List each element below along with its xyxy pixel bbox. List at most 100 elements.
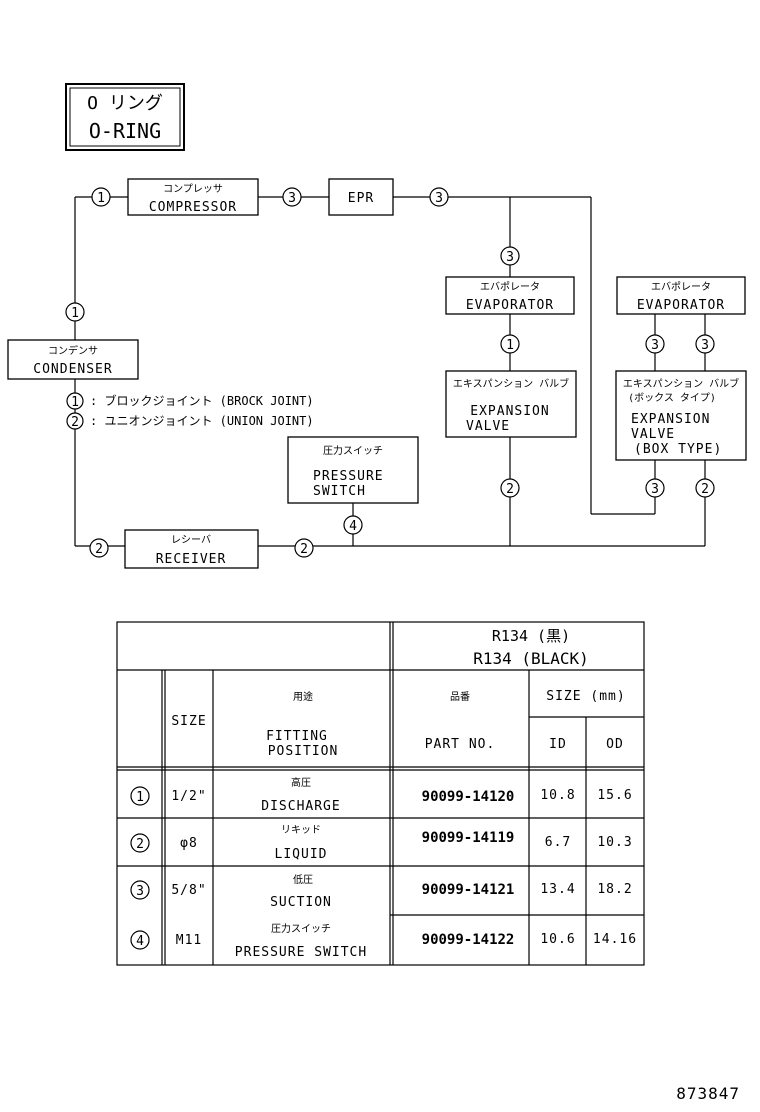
legend-item: 2 : ユニオンジョイント (UNION JOINT) bbox=[66, 412, 314, 430]
joint-marker: 3 bbox=[645, 334, 665, 354]
svg-text:13.4: 13.4 bbox=[540, 882, 575, 897]
svg-text:3: 3 bbox=[136, 884, 144, 899]
svg-text:2: 2 bbox=[71, 415, 79, 430]
svg-text:リキッド: リキッド bbox=[281, 825, 321, 836]
expansion-valve-box-1: エキスパンション バルブ EXPANSION VALVE bbox=[445, 370, 577, 438]
pressure-switch-label-jp: 圧力スイッチ bbox=[323, 444, 383, 457]
refrigerant-jp: R134 (黒) bbox=[492, 627, 570, 645]
joint-marker: 3 bbox=[645, 478, 665, 498]
svg-text:1: 1 bbox=[506, 338, 514, 353]
expansion-valve-2-label-jp1: エキスパンション バルブ bbox=[623, 377, 739, 390]
svg-text:2: 2 bbox=[95, 542, 103, 557]
expansion-valve-2-label-line1: EXPANSION bbox=[631, 412, 710, 427]
expansion-valve-2-label-line3: (BOX TYPE) bbox=[634, 442, 722, 457]
header-size-mm: SIZE (mm) bbox=[546, 689, 625, 704]
svg-text:90099-14121: 90099-14121 bbox=[422, 882, 515, 898]
joint-markers: 1 3 3 3 1 1 3 3 2 3 2 4 2 2 bbox=[65, 187, 715, 558]
receiver-label: RECEIVER bbox=[156, 552, 227, 567]
svg-text:圧力スイッチ: 圧力スイッチ bbox=[271, 922, 331, 935]
svg-text:2: 2 bbox=[300, 542, 308, 557]
svg-text:10.3: 10.3 bbox=[597, 835, 632, 850]
joint-marker: 4 bbox=[343, 515, 363, 535]
joint-marker: 3 bbox=[282, 187, 302, 207]
svg-text:SUCTION: SUCTION bbox=[270, 895, 332, 910]
figure-number: 873847 bbox=[676, 1084, 740, 1103]
joint-marker: 3 bbox=[500, 246, 520, 266]
svg-text:低圧: 低圧 bbox=[293, 873, 313, 886]
svg-text:1: 1 bbox=[71, 395, 79, 410]
joint-marker: 2 bbox=[695, 478, 715, 498]
condenser-label-jp: コンデンサ bbox=[48, 344, 98, 357]
svg-text:3: 3 bbox=[651, 338, 659, 353]
compressor-label-jp: コンプレッサ bbox=[163, 183, 223, 195]
joint-marker: 1 bbox=[65, 302, 85, 322]
joint-marker: 1 bbox=[91, 187, 111, 207]
evaporator-2-label: EVAPORATOR bbox=[637, 298, 725, 313]
svg-text:: ユニオンジョイント (UNION JOINT): : ユニオンジョイント (UNION JOINT) bbox=[90, 414, 314, 428]
receiver-box: レシーバ RECEIVER bbox=[124, 529, 259, 569]
legend-item: 1 : ブロックジョイント (BROCK JOINT) bbox=[66, 392, 314, 410]
evaporator-box-2: エバポレータ EVAPORATOR bbox=[616, 276, 746, 315]
receiver-label-jp: レシーバ bbox=[171, 534, 211, 546]
pressure-switch-label-line1: PRESSURE bbox=[313, 469, 384, 484]
table-row: 1 1/2" 高圧 DISCHARGE 90099-14120 10.8 15.… bbox=[130, 776, 632, 814]
svg-text:1: 1 bbox=[136, 790, 144, 805]
expansion-valve-box-2: エキスパンション バルブ (ボックス タイプ) EXPANSION VALVE … bbox=[615, 370, 747, 461]
svg-text:: ブロックジョイント (BROCK JOINT): : ブロックジョイント (BROCK JOINT) bbox=[90, 393, 314, 408]
pressure-switch-box: 圧力スイッチ PRESSURE SWITCH bbox=[287, 436, 419, 504]
header-part-jp: 品番 bbox=[450, 691, 470, 703]
svg-text:3: 3 bbox=[288, 191, 296, 206]
piping-lines bbox=[74, 196, 706, 547]
title-jp: O リング bbox=[87, 93, 163, 114]
joint-marker: 1 bbox=[500, 334, 520, 354]
pressure-switch-label-line2: SWITCH bbox=[313, 484, 366, 499]
evaporator-1-label-jp: エバポレータ bbox=[480, 281, 540, 293]
compressor-label: COMPRESSOR bbox=[149, 200, 237, 215]
svg-text:DISCHARGE: DISCHARGE bbox=[261, 799, 340, 814]
svg-text:φ8: φ8 bbox=[180, 836, 198, 851]
svg-text:M11: M11 bbox=[176, 933, 202, 948]
refrigerant-en: R134 (BLACK) bbox=[473, 649, 589, 668]
header-size: SIZE bbox=[171, 714, 206, 729]
header-id: ID bbox=[549, 737, 567, 752]
svg-text:3: 3 bbox=[651, 482, 659, 497]
svg-text:15.6: 15.6 bbox=[597, 788, 632, 803]
svg-text:2: 2 bbox=[701, 482, 709, 497]
svg-text:90099-14119: 90099-14119 bbox=[422, 830, 515, 846]
expansion-valve-1-label-jp: エキスパンション バルブ bbox=[453, 377, 569, 390]
svg-text:6.7: 6.7 bbox=[545, 835, 571, 850]
svg-text:10.8: 10.8 bbox=[540, 788, 575, 803]
svg-text:90099-14120: 90099-14120 bbox=[422, 789, 515, 805]
expansion-valve-1-label-line1: EXPANSION bbox=[470, 404, 549, 419]
condenser-label: CONDENSER bbox=[33, 362, 112, 377]
table-row: 2 φ8 リキッド LIQUID 90099-14119 6.7 10.3 bbox=[130, 825, 632, 862]
svg-text:10.6: 10.6 bbox=[540, 932, 575, 947]
table-row: 3 5/8" 低圧 SUCTION 90099-14121 13.4 18.2 bbox=[130, 873, 632, 910]
evaporator-2-label-jp: エバポレータ bbox=[651, 281, 711, 293]
svg-text:2: 2 bbox=[506, 482, 514, 497]
svg-text:90099-14122: 90099-14122 bbox=[422, 932, 515, 948]
epr-label: EPR bbox=[348, 191, 374, 206]
expansion-valve-2-label-line2: VALVE bbox=[631, 427, 675, 442]
title-en: O-RING bbox=[89, 119, 161, 143]
svg-text:14.16: 14.16 bbox=[593, 932, 637, 947]
svg-text:3: 3 bbox=[701, 338, 709, 353]
evaporator-1-label: EVAPORATOR bbox=[466, 298, 554, 313]
o-ring-spec-table: R134 (黒) R134 (BLACK) SIZE 用途 FITTING PO… bbox=[116, 621, 645, 966]
compressor-box: コンプレッサ COMPRESSOR bbox=[127, 178, 259, 216]
header-part-en: PART NO. bbox=[425, 737, 496, 752]
svg-text:2: 2 bbox=[136, 837, 144, 852]
svg-text:1/2": 1/2" bbox=[171, 789, 206, 804]
table-row: 4 M11 圧力スイッチ PRESSURE SWITCH 90099-14122… bbox=[130, 922, 637, 960]
joint-legend: 1 : ブロックジョイント (BROCK JOINT) 2 : ユニオンジョイン… bbox=[66, 392, 314, 430]
svg-text:高圧: 高圧 bbox=[291, 776, 311, 789]
svg-text:1: 1 bbox=[97, 191, 105, 206]
joint-marker: 3 bbox=[695, 334, 715, 354]
header-fitting-jp: 用途 bbox=[293, 690, 313, 703]
svg-text:5/8": 5/8" bbox=[171, 883, 206, 898]
expansion-valve-2-label-jp2: (ボックス タイプ) bbox=[628, 392, 716, 404]
svg-text:1: 1 bbox=[71, 306, 79, 321]
header-fitting-en1: FITTING bbox=[266, 729, 328, 744]
expansion-valve-1-label-line2: VALVE bbox=[466, 419, 510, 434]
